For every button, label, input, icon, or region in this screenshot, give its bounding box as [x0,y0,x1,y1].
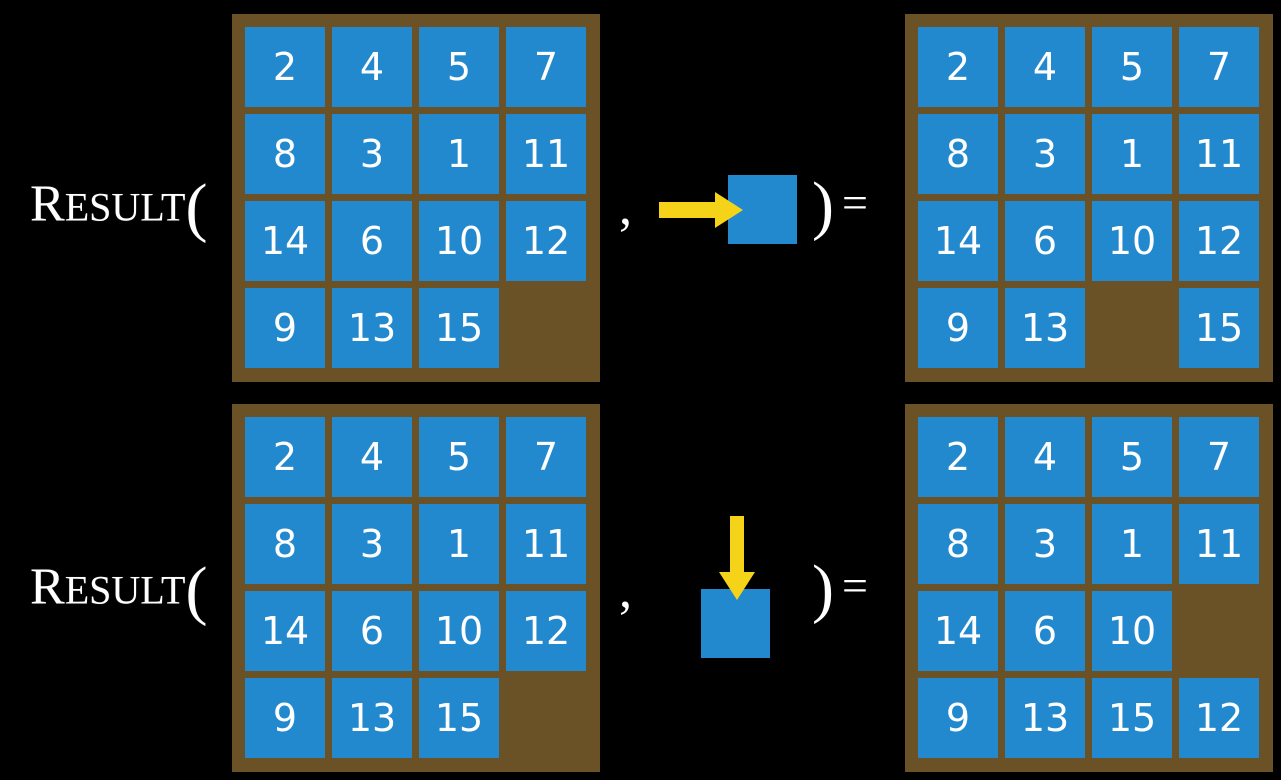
open-paren-row-2: ( [185,554,208,627]
arrow-down-icon [719,516,755,600]
action-operand-row-1 [655,165,805,255]
tile: 14 [918,591,998,671]
tile: 2 [245,27,325,107]
blank-tile [1179,591,1259,671]
tile: 15 [1092,678,1172,758]
tile: 3 [332,114,412,194]
tile: 6 [332,591,412,671]
result-label-capital: R [30,558,65,616]
tile: 15 [419,678,499,758]
output-board-row-2: 2 4 5 7 8 3 1 11 14 6 10 9 13 15 12 [905,404,1273,772]
tile: 2 [918,27,998,107]
tile: 7 [506,27,586,107]
tile: 7 [1179,27,1259,107]
tile: 13 [332,678,412,758]
tile: 1 [1092,114,1172,194]
close-paren-row-1: ) [812,169,834,242]
argument-separator-comma-row-2: , [619,562,632,619]
tile: 1 [419,504,499,584]
tile: 11 [506,504,586,584]
tile: 8 [918,114,998,194]
output-board-row-1: 2 4 5 7 8 3 1 11 14 6 10 12 9 13 15 [905,14,1273,382]
tile: 8 [245,114,325,194]
tile: 11 [1179,504,1259,584]
input-board-row-2: 2 4 5 7 8 3 1 11 14 6 10 12 9 13 15 [232,404,600,772]
tile: 13 [332,288,412,368]
tile: 14 [918,201,998,281]
tile: 12 [506,591,586,671]
tile: 9 [245,288,325,368]
action-operand-row-2 [695,512,785,667]
blank-tile [1092,288,1172,368]
close-paren-row-2: ) [812,552,834,625]
tile: 8 [245,504,325,584]
tile: 3 [1005,504,1085,584]
tile: 2 [245,417,325,497]
tile: 4 [1005,417,1085,497]
action-blank-tile-row-2 [701,589,770,658]
blank-tile [506,288,586,368]
tile: 14 [245,591,325,671]
tile: 11 [506,114,586,194]
result-function-label-row-2: RESULT( [30,553,207,629]
tile: 12 [506,201,586,281]
tile: 9 [245,678,325,758]
open-paren-row-1: ( [185,171,208,244]
tile: 4 [332,27,412,107]
tile: 6 [332,201,412,281]
tile: 5 [1092,27,1172,107]
tile: 15 [419,288,499,368]
result-label-capital: R [30,175,65,233]
tile: 5 [419,27,499,107]
equals-sign-row-1: = [841,177,868,229]
tile: 1 [419,114,499,194]
result-label-smallcaps: ESULT [64,567,186,613]
tile: 8 [918,504,998,584]
tile: 13 [1005,678,1085,758]
tile: 10 [1092,591,1172,671]
tile: 10 [1092,201,1172,281]
argument-separator-comma-row-1: , [619,179,632,236]
tile: 5 [419,417,499,497]
close-and-equals-row-1: )= [812,168,868,244]
input-board-row-1: 2 4 5 7 8 3 1 11 14 6 10 12 9 13 15 [232,14,600,382]
blank-tile [506,678,586,758]
tile: 3 [332,504,412,584]
tile: 4 [1005,27,1085,107]
tile: 12 [1179,201,1259,281]
tile: 5 [1092,417,1172,497]
tile: 1 [1092,504,1172,584]
tile: 6 [1005,591,1085,671]
arrow-right-icon [659,192,743,228]
tile: 13 [1005,288,1085,368]
tile: 12 [1179,678,1259,758]
tile: 2 [918,417,998,497]
tile: 9 [918,678,998,758]
tile: 7 [1179,417,1259,497]
tile: 10 [419,201,499,281]
tile: 10 [419,591,499,671]
equals-sign-row-2: = [841,560,868,612]
tile: 3 [1005,114,1085,194]
tile: 14 [245,201,325,281]
tile: 11 [1179,114,1259,194]
tile: 15 [1179,288,1259,368]
result-function-label-row-1: RESULT( [30,170,207,246]
tile: 4 [332,417,412,497]
tile: 7 [506,417,586,497]
close-and-equals-row-2: )= [812,551,868,627]
tile: 9 [918,288,998,368]
result-label-smallcaps: ESULT [64,184,186,230]
tile: 6 [1005,201,1085,281]
